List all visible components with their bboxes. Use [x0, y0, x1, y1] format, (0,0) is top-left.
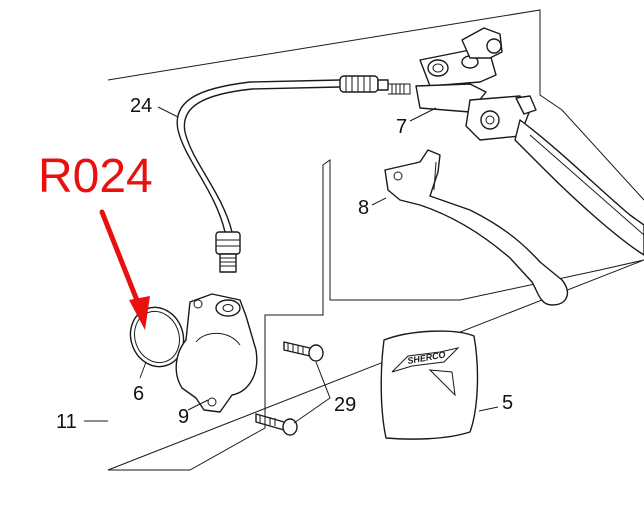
callout-24: 24: [130, 95, 152, 117]
reference-code: R024: [38, 150, 153, 203]
callout-8: 8: [358, 197, 369, 219]
master-cylinder: [415, 27, 644, 256]
callout-29: 29: [334, 394, 356, 416]
callout-9: 9: [178, 406, 189, 428]
slave-cylinder: [175, 293, 258, 413]
screw-upper: [283, 341, 324, 362]
annotation-arrow: [99, 209, 150, 330]
callout-11: 11: [56, 411, 77, 433]
callout-5: 5: [502, 392, 513, 414]
callout-7: 7: [396, 116, 407, 138]
screw-lower: [255, 413, 298, 436]
clutch-cable: [176, 75, 411, 273]
callout-6: 6: [133, 383, 144, 405]
leader-lines: [84, 106, 499, 424]
lever: [384, 149, 569, 306]
sherco-decal: SHERCO: [380, 330, 479, 440]
